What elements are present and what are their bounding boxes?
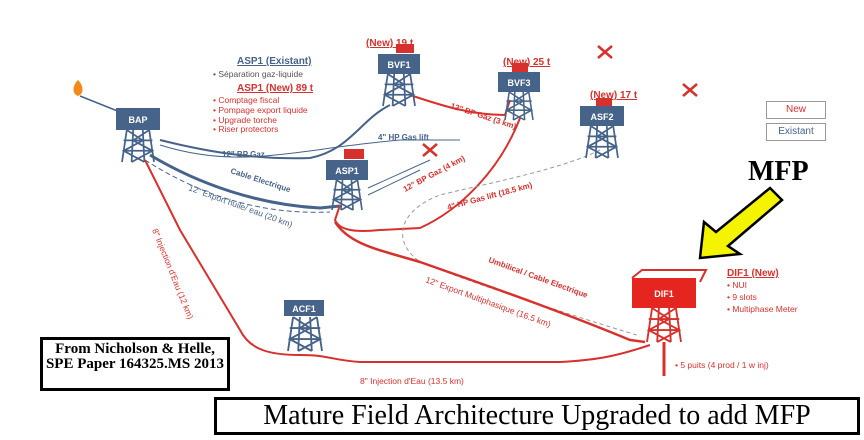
- asp1-existing-title: ASP1 (Existant): [237, 56, 311, 67]
- dif1-item: • NUI: [727, 280, 747, 290]
- asp1-new-item: • Upgrade torche: [213, 115, 277, 125]
- platform-bvf3: BVF3: [498, 63, 540, 122]
- svg-text:BAP: BAP: [128, 115, 147, 125]
- mfp-label: MFP: [748, 156, 809, 187]
- bvf3-weight: (New) 25 t: [503, 57, 551, 68]
- asp1-new-title: ASP1 (New) 89 t: [237, 83, 314, 94]
- svg-text:ASF2: ASF2: [590, 112, 613, 122]
- pipeline-label: 12" BP Gaz: [222, 150, 265, 159]
- pipeline-label: Umbilical / Cable Electrique: [487, 255, 589, 300]
- removed-flare-x-icon: [422, 45, 698, 157]
- legend-new: New: [766, 101, 826, 119]
- mfp-arrow-icon: [698, 186, 784, 260]
- asp1-existing-item: • Séparation gaz-liquide: [213, 69, 303, 79]
- existing-pipelines: [144, 104, 460, 213]
- dif1-title: DIF1 (New): [727, 268, 779, 279]
- asp1-new-item: • Comptage fiscal: [213, 95, 279, 105]
- bvf1-weight: (New) 19 t: [366, 38, 414, 49]
- svg-text:BVF1: BVF1: [387, 60, 410, 70]
- dif1-item: • Multiphase Meter: [727, 304, 798, 314]
- pipeline-label: 8" Injection d'Eau (12 km): [150, 227, 196, 321]
- svg-text:ACF1: ACF1: [292, 304, 316, 314]
- diagram-title: Mature Field Architecture Upgraded to ad…: [214, 397, 860, 435]
- platform-asf2: ASF2: [580, 98, 624, 160]
- legend-existing: Existant: [766, 123, 826, 141]
- svg-text:ASP1: ASP1: [335, 166, 359, 176]
- svg-text:DIF1: DIF1: [654, 289, 674, 299]
- pipeline-label: 4" HP Gas lift (18.5 km): [446, 180, 533, 211]
- asp1-new-item: • Pompage export liquide: [213, 105, 308, 115]
- asp1-new-item: • Riser protectors: [213, 124, 278, 134]
- platform-acf1: ACF1: [284, 300, 324, 352]
- dif1-item: • 9 slots: [727, 292, 757, 302]
- asf2-weight: (New) 17 t: [590, 90, 638, 101]
- pipeline-label: Cable Electrique: [229, 166, 292, 194]
- svg-text:BVF3: BVF3: [507, 78, 530, 88]
- platform-bap: BAP: [116, 108, 160, 164]
- platform-bvf1: BVF1: [378, 44, 420, 108]
- flare-icon: [73, 80, 83, 96]
- platform-dif1: DIF1: [631, 269, 708, 376]
- pipeline-label: 4" HP Gas lift: [378, 133, 429, 142]
- dif1-wells: • 5 puits (4 prod / 1 w inj): [675, 360, 769, 370]
- platform-asp1: ASP1: [326, 149, 368, 212]
- new-pipelines: [144, 94, 651, 363]
- pipeline-label: 8" Injection d'Eau (13.5 km): [360, 376, 464, 386]
- citation-box: From Nicholson & Helle, SPE Paper 164325…: [40, 337, 230, 391]
